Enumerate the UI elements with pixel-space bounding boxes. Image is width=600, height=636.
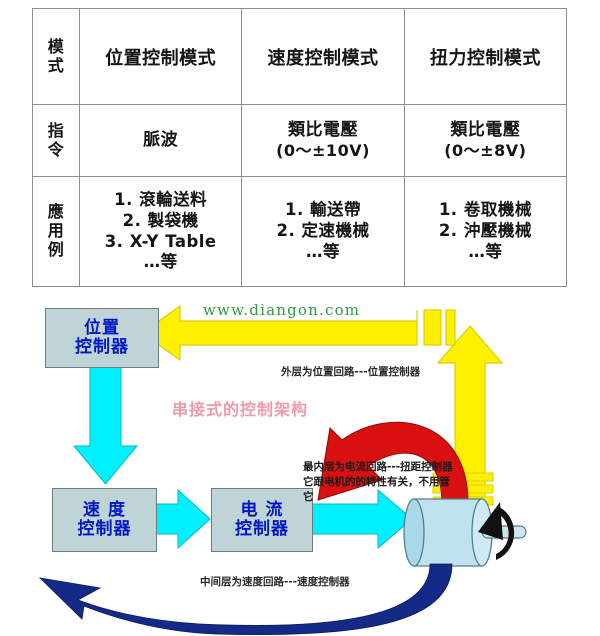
table-row: 模 式 位置控制模式 速度控制模式 扭力控制模式 (32, 8, 568, 105)
cell-command-speed: 類比電壓 (0～±10V) (241, 104, 405, 177)
cell-mode-speed: 速度控制模式 (241, 8, 405, 105)
row-header-command: 指 令 (32, 104, 80, 177)
cell-application-torque: 1. 卷取機械 2. 沖壓機械 …等 (403, 176, 568, 287)
row-header-char: 模 (47, 36, 65, 56)
cell-line: 脈波 (143, 130, 179, 151)
list-item: 1. 卷取機械 (438, 200, 532, 220)
cell-command-torque: 類比電壓 (0～±8V) (403, 104, 568, 177)
cascade-title-annotation: 串接式的控制架构 (172, 400, 309, 419)
list-item: 2. 沖壓機械 (438, 221, 532, 241)
list-item: 2. 製袋機 (122, 210, 199, 230)
list-item: 1. 輸送帶 (284, 200, 361, 220)
current-controller-box[interactable]: 电 流 控制器 (211, 488, 313, 552)
mode-table: 模 式 位置控制模式 速度控制模式 扭力控制模式 指 令 脈波 類比電壓 (0～… (32, 8, 568, 287)
list-item: …等 (468, 241, 503, 261)
row-header-char: 例 (47, 239, 65, 259)
inner-loop-line2: 它跟电机的的特性有关，不用管它 (303, 476, 450, 504)
cyan-right-arrow-icon-1 (155, 488, 211, 550)
motor-icon (403, 498, 527, 567)
row-header-char: 式 (47, 55, 65, 75)
control-mode-table: 模 式 位置控制模式 速度控制模式 扭力控制模式 指 令 脈波 類比電壓 (0～… (32, 8, 568, 287)
row-header-application: 應 用 例 (32, 176, 80, 287)
cyan-right-arrow-icon-2 (311, 488, 413, 550)
cell-line: 類比電壓 (287, 119, 358, 140)
box-label-line2: 控制器 (77, 519, 132, 539)
red-curved-arrow-icon (317, 421, 469, 505)
cyan-down-arrow-icon (72, 365, 139, 485)
list-item: 2. 定速機械 (276, 221, 370, 241)
row-header-mode: 模 式 (32, 8, 80, 105)
row-header-char: 用 (47, 221, 65, 241)
speed-controller-box[interactable]: 速 度 控制器 (52, 488, 157, 552)
rotation-arrow-head-icon (478, 502, 503, 540)
position-controller-box[interactable]: 位置 控制器 (45, 308, 159, 368)
yellow-dash-segment (423, 309, 442, 346)
inner-loop-annotation: 最内层为电流回路---扭距控制器 它跟电机的的特性有关，不用管它 (303, 460, 453, 506)
rotation-arrow-icon (495, 506, 515, 560)
table-row: 指 令 脈波 類比電壓 (0～±10V) 類比電壓 (0～±8V) (32, 104, 568, 177)
cell-line-voltage: (0～±10V) (276, 140, 370, 160)
watermark: www.diangon.com (203, 301, 361, 319)
row-header-char: 指 (47, 120, 65, 140)
box-label-line2: 控制器 (75, 337, 129, 357)
list-item: …等 (143, 252, 178, 272)
row-header-char: 應 (47, 202, 65, 222)
box-label-line2: 控制器 (235, 519, 289, 539)
inner-loop-line1: 最内层为电流回路---扭距控制器 (303, 461, 453, 473)
blue-feedback-arrow-icon (38, 563, 453, 636)
cell-line-voltage: (0～±8V) (444, 140, 527, 160)
list-item: 1. 滾輪送料 (114, 189, 208, 209)
cascade-control-diagram: 位置 控制器 速 度 控制器 电 流 控制器 外层为位置回路---位置控制器 中… (0, 288, 600, 636)
outer-loop-annotation: 外层为位置回路---位置控制器 (281, 366, 421, 378)
cell-application-position: 1. 滾輪送料 2. 製袋機 3. X-Y Table …等 (78, 176, 243, 287)
cell-mode-position: 位置控制模式 (78, 8, 243, 105)
box-label-line1: 电 流 (240, 499, 284, 520)
box-label-line1: 位置 (84, 317, 120, 338)
yellow-dash-segment (445, 309, 456, 346)
cell-mode-torque: 扭力控制模式 (403, 8, 568, 105)
middle-loop-annotation: 中间层为速度回路---速度控制器 (200, 576, 350, 588)
cell-application-speed: 1. 輸送帶 2. 定速機械 …等 (241, 176, 405, 287)
row-header-char: 令 (47, 139, 65, 159)
diagram-canvas (38, 304, 527, 636)
list-item: 3. X-Y Table (104, 231, 217, 251)
list-item: …等 (305, 241, 340, 261)
cell-command-position: 脈波 (78, 104, 243, 177)
table-row: 應 用 例 1. 滾輪送料 2. 製袋機 3. X-Y Table …等 1. … (32, 176, 568, 287)
cell-line: 類比電壓 (450, 119, 521, 140)
box-label-line1: 速 度 (83, 499, 126, 520)
